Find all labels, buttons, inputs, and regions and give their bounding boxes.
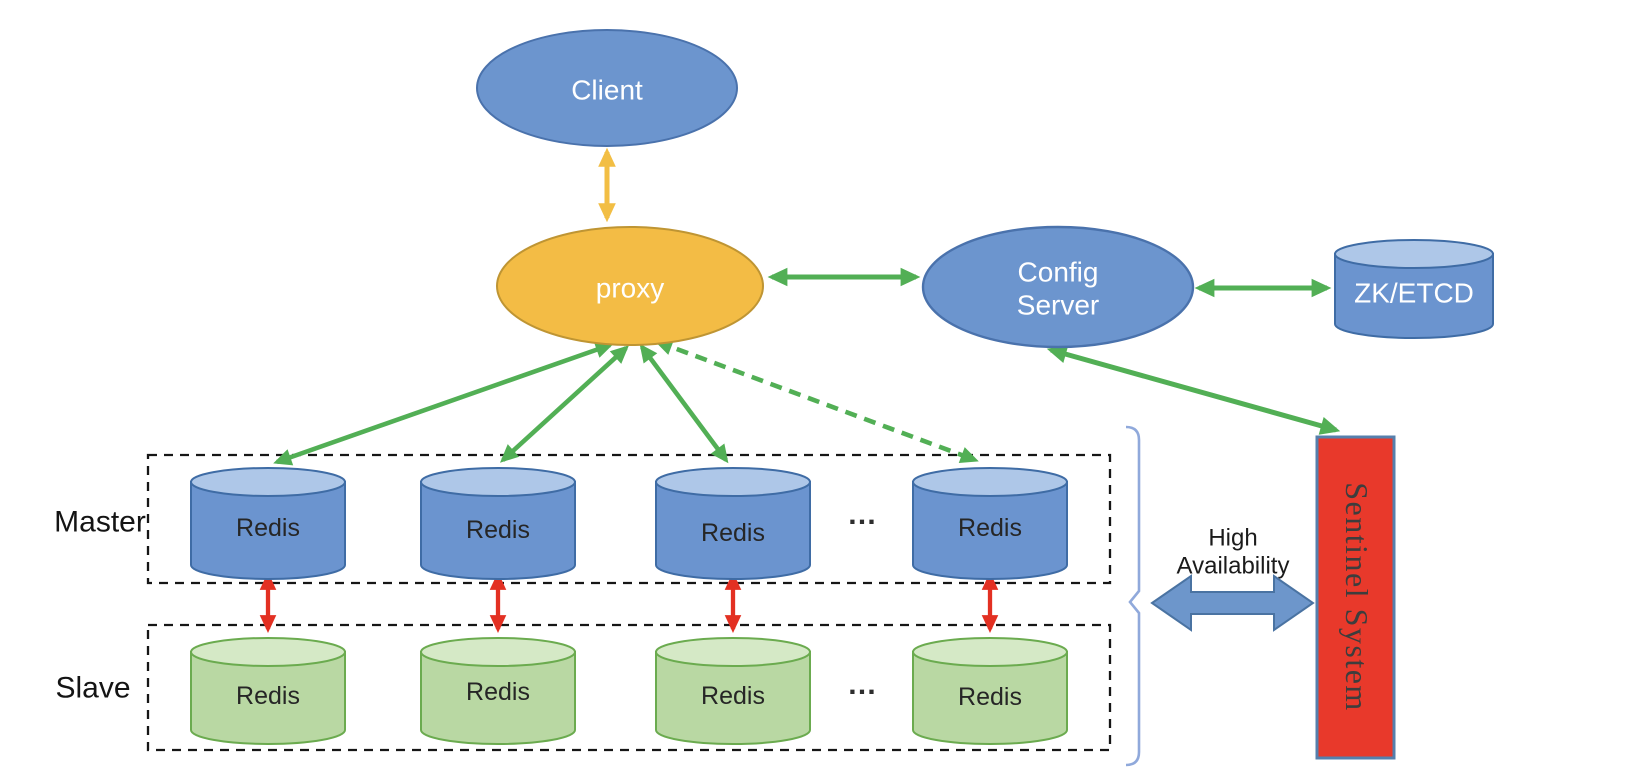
slave-group: Slave Redis Redis Redis … Redis xyxy=(55,637,1068,745)
proxy-node: proxy xyxy=(496,226,764,346)
redis-slave-3-label: Redis xyxy=(701,682,765,710)
master-group-label: Master xyxy=(54,506,146,539)
redis-master-3-top xyxy=(655,467,811,497)
proxy-master1-arrow xyxy=(273,341,614,466)
slave-group-label: Slave xyxy=(55,672,130,705)
sentinel-system-node: Sentinel System xyxy=(1315,435,1396,760)
redis-master-4: Redis xyxy=(912,467,1068,580)
redis-master-4-top xyxy=(912,467,1068,497)
proxy-ellipse xyxy=(496,226,764,346)
redis-slave-1-label: Redis xyxy=(236,682,300,710)
redis-master-4-label: Redis xyxy=(958,514,1022,542)
redis-master-1-label: Redis xyxy=(236,514,300,542)
proxy-master3-arrow xyxy=(639,343,729,464)
redis-slave-3: Redis xyxy=(655,637,811,745)
redis-slave-2: Redis xyxy=(420,637,576,745)
redis-master-2-body xyxy=(420,481,576,580)
group-brace xyxy=(1125,425,1141,767)
redis-slave-4-label: Redis xyxy=(958,683,1022,711)
redis-master-1-body xyxy=(190,481,346,580)
sentinel-system-box xyxy=(1315,435,1396,760)
redis-slave-4-body xyxy=(912,651,1068,745)
redis-master-3-body xyxy=(655,481,811,580)
proxy-label: proxy xyxy=(596,273,664,304)
high-availability-annotation: High Availability xyxy=(1150,525,1315,632)
config-server-label-line1: Config xyxy=(1018,257,1099,288)
redis-slave-3-body xyxy=(655,651,811,745)
redis-slave-2-top xyxy=(420,637,576,667)
client-node: Client xyxy=(476,29,738,147)
redis-slave-1-top xyxy=(190,637,346,667)
config-sentinel-arrow xyxy=(1046,345,1341,435)
proxy-master2-arrow xyxy=(500,345,629,463)
client-label: Client xyxy=(571,75,643,106)
zk-etcd-label: ZK/ETCD xyxy=(1354,278,1474,309)
redis-master-3-label: Redis xyxy=(701,519,765,547)
slave-ellipsis: … xyxy=(847,668,877,701)
client-ellipse xyxy=(476,29,738,147)
connectors xyxy=(259,147,1341,633)
proxy-master4-dashed-arrow xyxy=(654,338,979,464)
zk-etcd-cylinder-body xyxy=(1334,253,1494,339)
redis-master-1: Redis xyxy=(190,467,346,580)
redis-slave-1-body xyxy=(190,651,346,745)
redis-slave-4-top xyxy=(912,637,1068,667)
redis-master-3: Redis xyxy=(655,467,811,580)
redis-slave-1: Redis xyxy=(190,637,346,745)
redis-master-2: Redis xyxy=(420,467,576,580)
master-group-box xyxy=(146,453,1112,585)
sentinel-system-label: Sentinel System xyxy=(1339,482,1375,712)
zk-etcd-cylinder-top xyxy=(1334,239,1494,269)
master-group: Master Redis Redis Redis … Redis xyxy=(54,467,1068,580)
zk-etcd-node: ZK/ETCD xyxy=(1334,239,1494,339)
redis-slave-2-body xyxy=(420,651,576,745)
high-availability-label-line2: Availability xyxy=(1177,553,1290,580)
high-availability-label-line1: High xyxy=(1208,525,1257,552)
master-ellipsis: … xyxy=(847,498,877,531)
redis-slave-3-top xyxy=(655,637,811,667)
slave-group-box xyxy=(146,623,1112,752)
redis-slave-4: Redis xyxy=(912,637,1068,745)
redis-slave-2-label: Redis xyxy=(466,678,530,706)
config-server-ellipse xyxy=(921,225,1195,349)
redis-master-4-body xyxy=(912,481,1068,580)
config-server-node: Config Server xyxy=(921,225,1195,349)
redis-master-2-top xyxy=(420,467,576,497)
redis-master-1-top xyxy=(190,467,346,497)
config-server-label-line2: Server xyxy=(1017,290,1099,321)
high-availability-block-arrow xyxy=(1150,574,1315,632)
redis-master-2-label: Redis xyxy=(466,516,530,544)
